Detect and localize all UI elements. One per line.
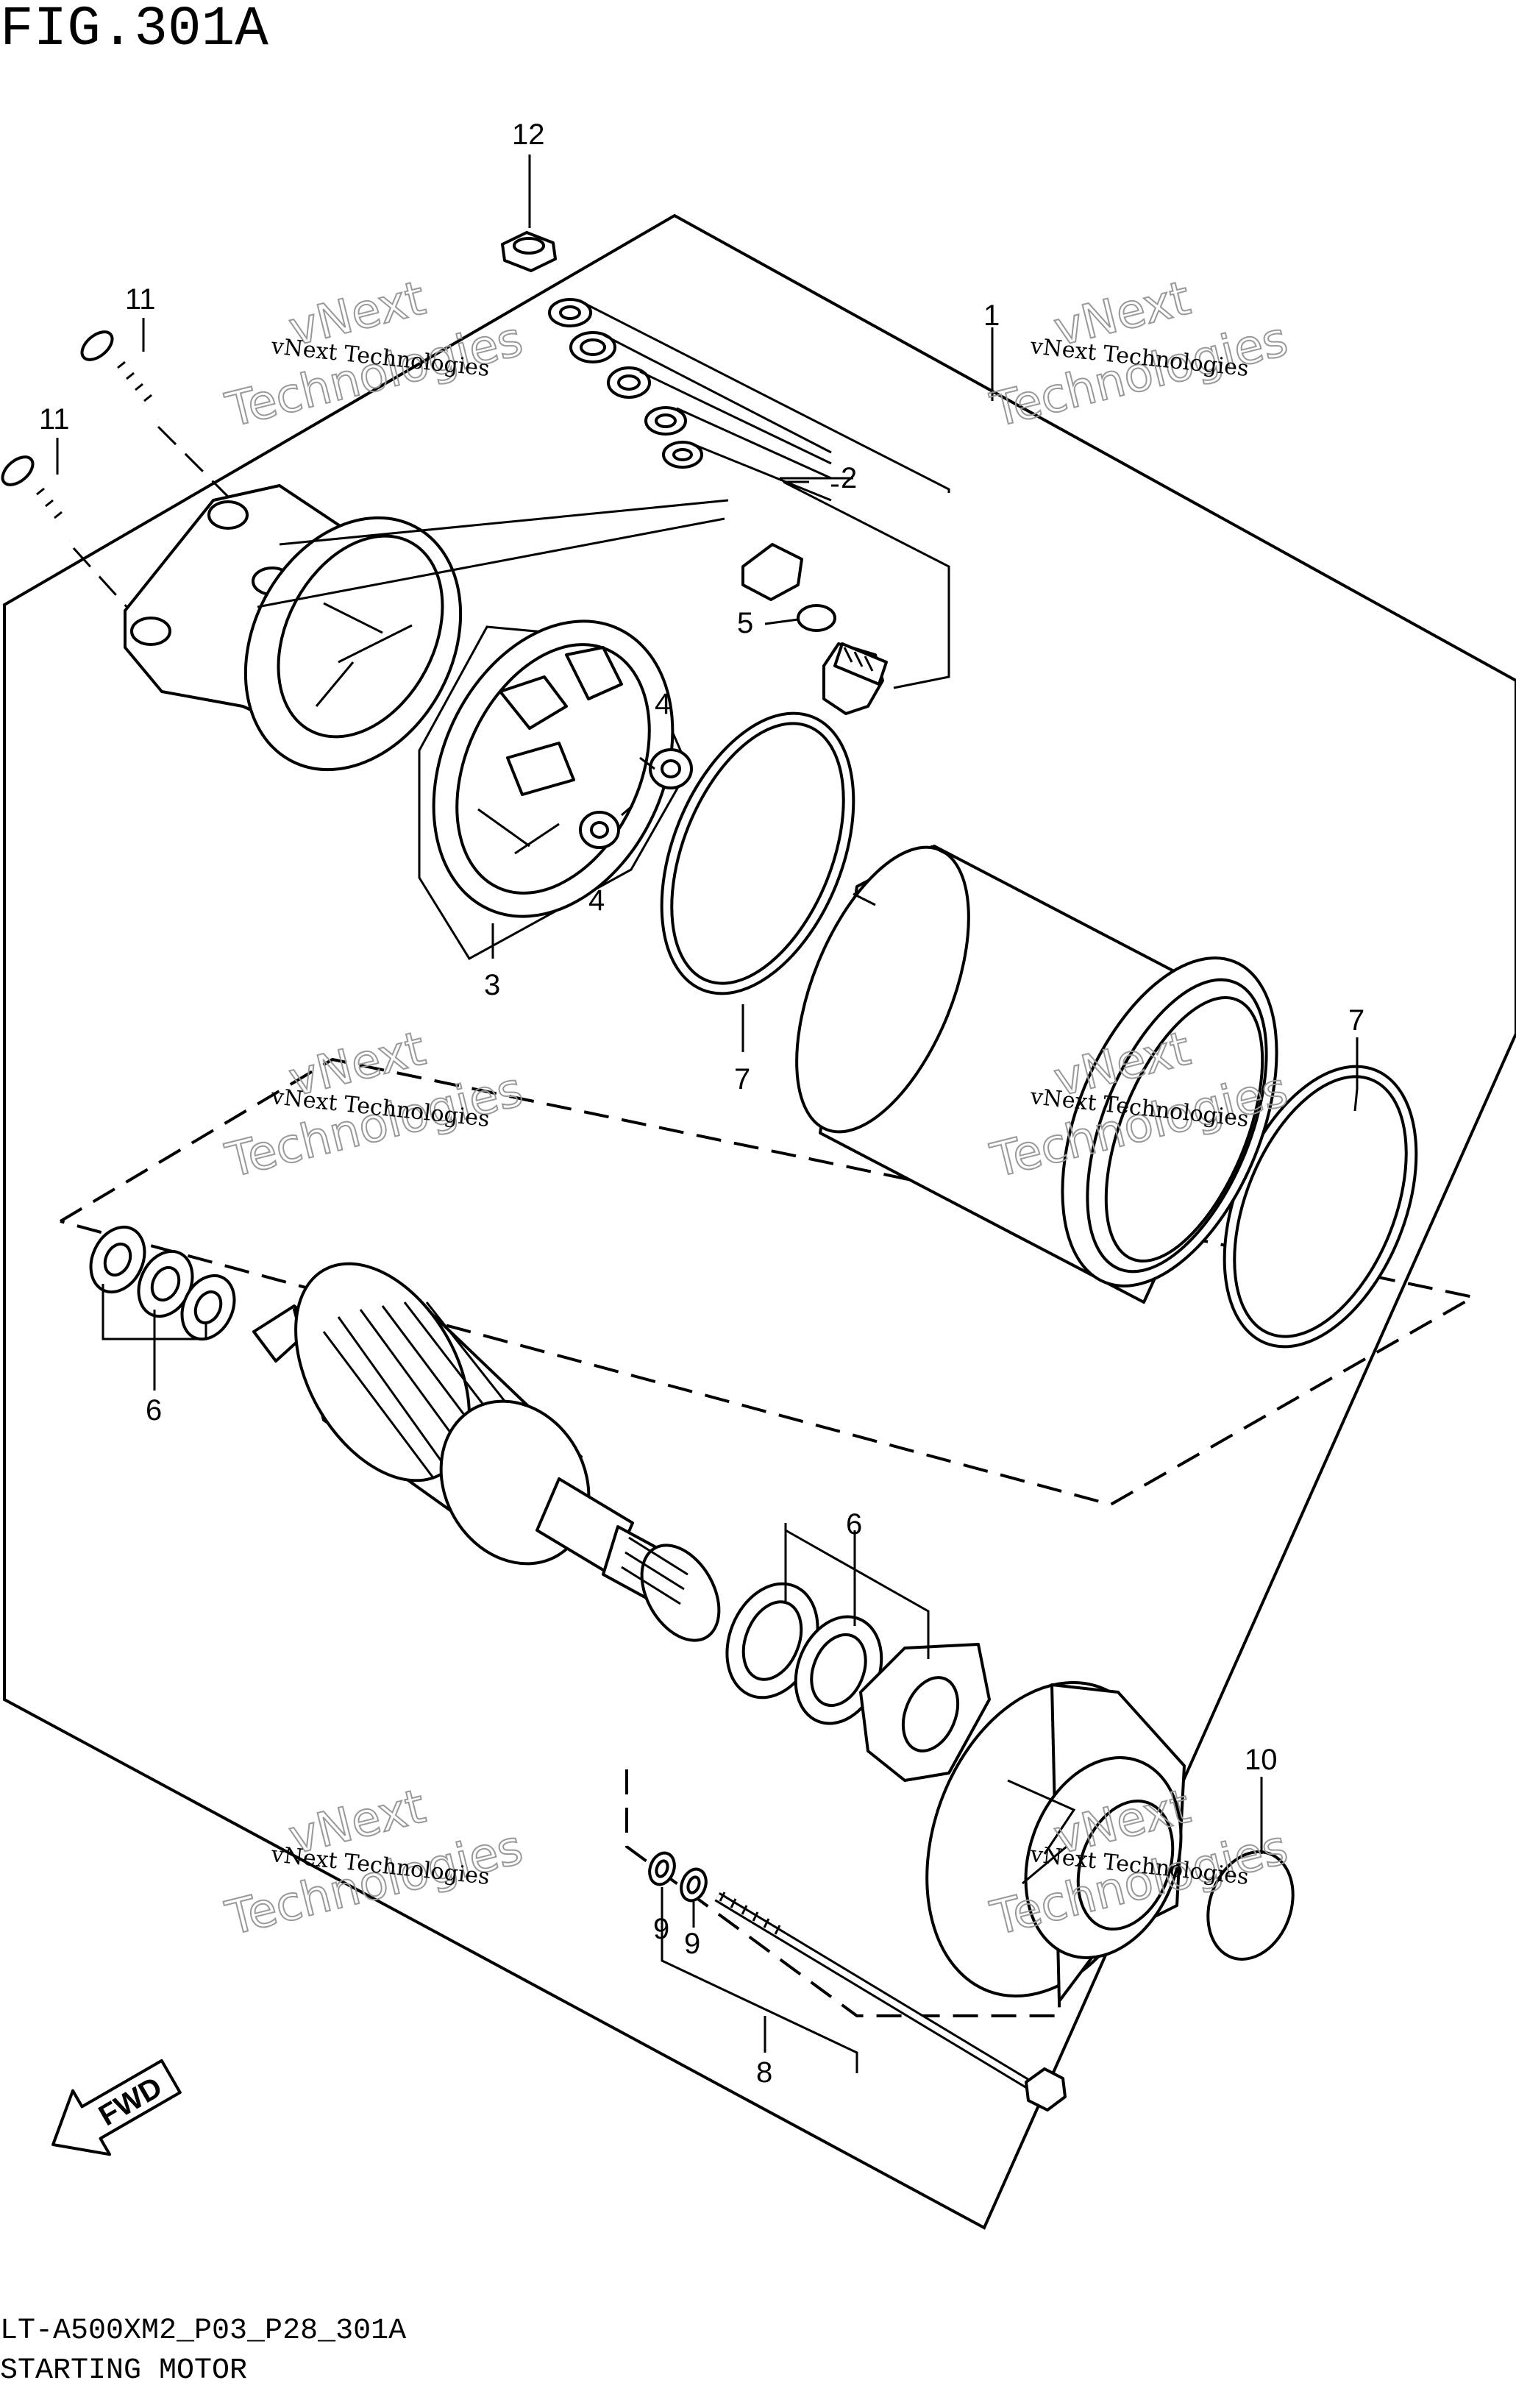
bolt-part-11-upper[interactable] [77,327,233,502]
callout-11-upper: 11 [125,283,156,316]
washer-part-9-b[interactable] [677,1866,710,1904]
armature[interactable] [252,1233,735,1654]
callout-4-lower: 4 [588,884,605,917]
callout-5: 5 [737,607,753,639]
figure-name: STARTING MOTOR [0,2354,247,2387]
leader-lines [56,155,1359,2073]
brush-spring-part-4-lower[interactable] [579,804,633,849]
watermark-3: vNext Technologies vNext Technologies [220,1020,529,1189]
o-ring-part-10[interactable] [1194,1840,1308,1972]
callout-7-right: 7 [1348,1004,1364,1037]
callout-4-upper: 4 [655,688,671,720]
callout-6-lower: 6 [846,1508,862,1541]
bolt-part-11-lower[interactable] [0,452,145,627]
washer-part-9-a[interactable] [645,1850,678,1888]
figure-code: LT-A500XM2_P03_P28_301A [0,2315,406,2348]
watermark-2: vNext Technologies vNext Technologies [985,270,1294,438]
callout-3: 3 [484,969,500,1001]
motor-yoke-housing[interactable] [761,823,1320,1316]
callout-11-lower: 11 [39,403,70,436]
figure-title: FIG.301A [0,0,268,61]
callout-10: 10 [1245,1744,1278,1776]
assembly-frame-outer [2,213,1516,2230]
callout-12: 12 [512,118,545,151]
brush-spring-part-4-upper[interactable] [639,748,693,789]
callout-6-upper: 6 [146,1394,162,1427]
watermark-5: vNext Technologies vNext Technologies [220,1778,529,1947]
callout-labels: 12 11 11 1 2 5 4 4 3 7 7 6 6 10 9 9 8 [39,118,1364,2089]
fwd-direction-arrow: FWD [51,2059,182,2156]
o-ring-part-7-left[interactable] [624,685,891,1021]
callout-9-b: 9 [684,1928,700,1960]
through-bolt-part-8[interactable] [714,1892,1067,2112]
washer-set-part-6-lower[interactable] [711,1570,991,1782]
washer-set-part-6-upper[interactable] [81,1218,244,1348]
front-end-cover[interactable] [886,1649,1208,2029]
callout-7-left: 7 [734,1063,750,1095]
o-ring-part-7-right[interactable] [1186,1038,1453,1374]
assembly-frame-inner [59,1057,1478,1507]
callout-2: 2 [841,462,857,494]
o-ring-part-5[interactable] [797,604,836,632]
terminal-kit-part-2[interactable] [548,298,888,715]
callout-9-a: 9 [653,1913,669,1945]
nut-part-12[interactable] [501,231,557,272]
callout-1: 1 [983,299,1000,332]
callout-8: 8 [756,2056,772,2089]
rear-end-cover[interactable] [124,480,503,808]
watermark-1: vNext Technologies vNext Technologies [220,270,529,438]
